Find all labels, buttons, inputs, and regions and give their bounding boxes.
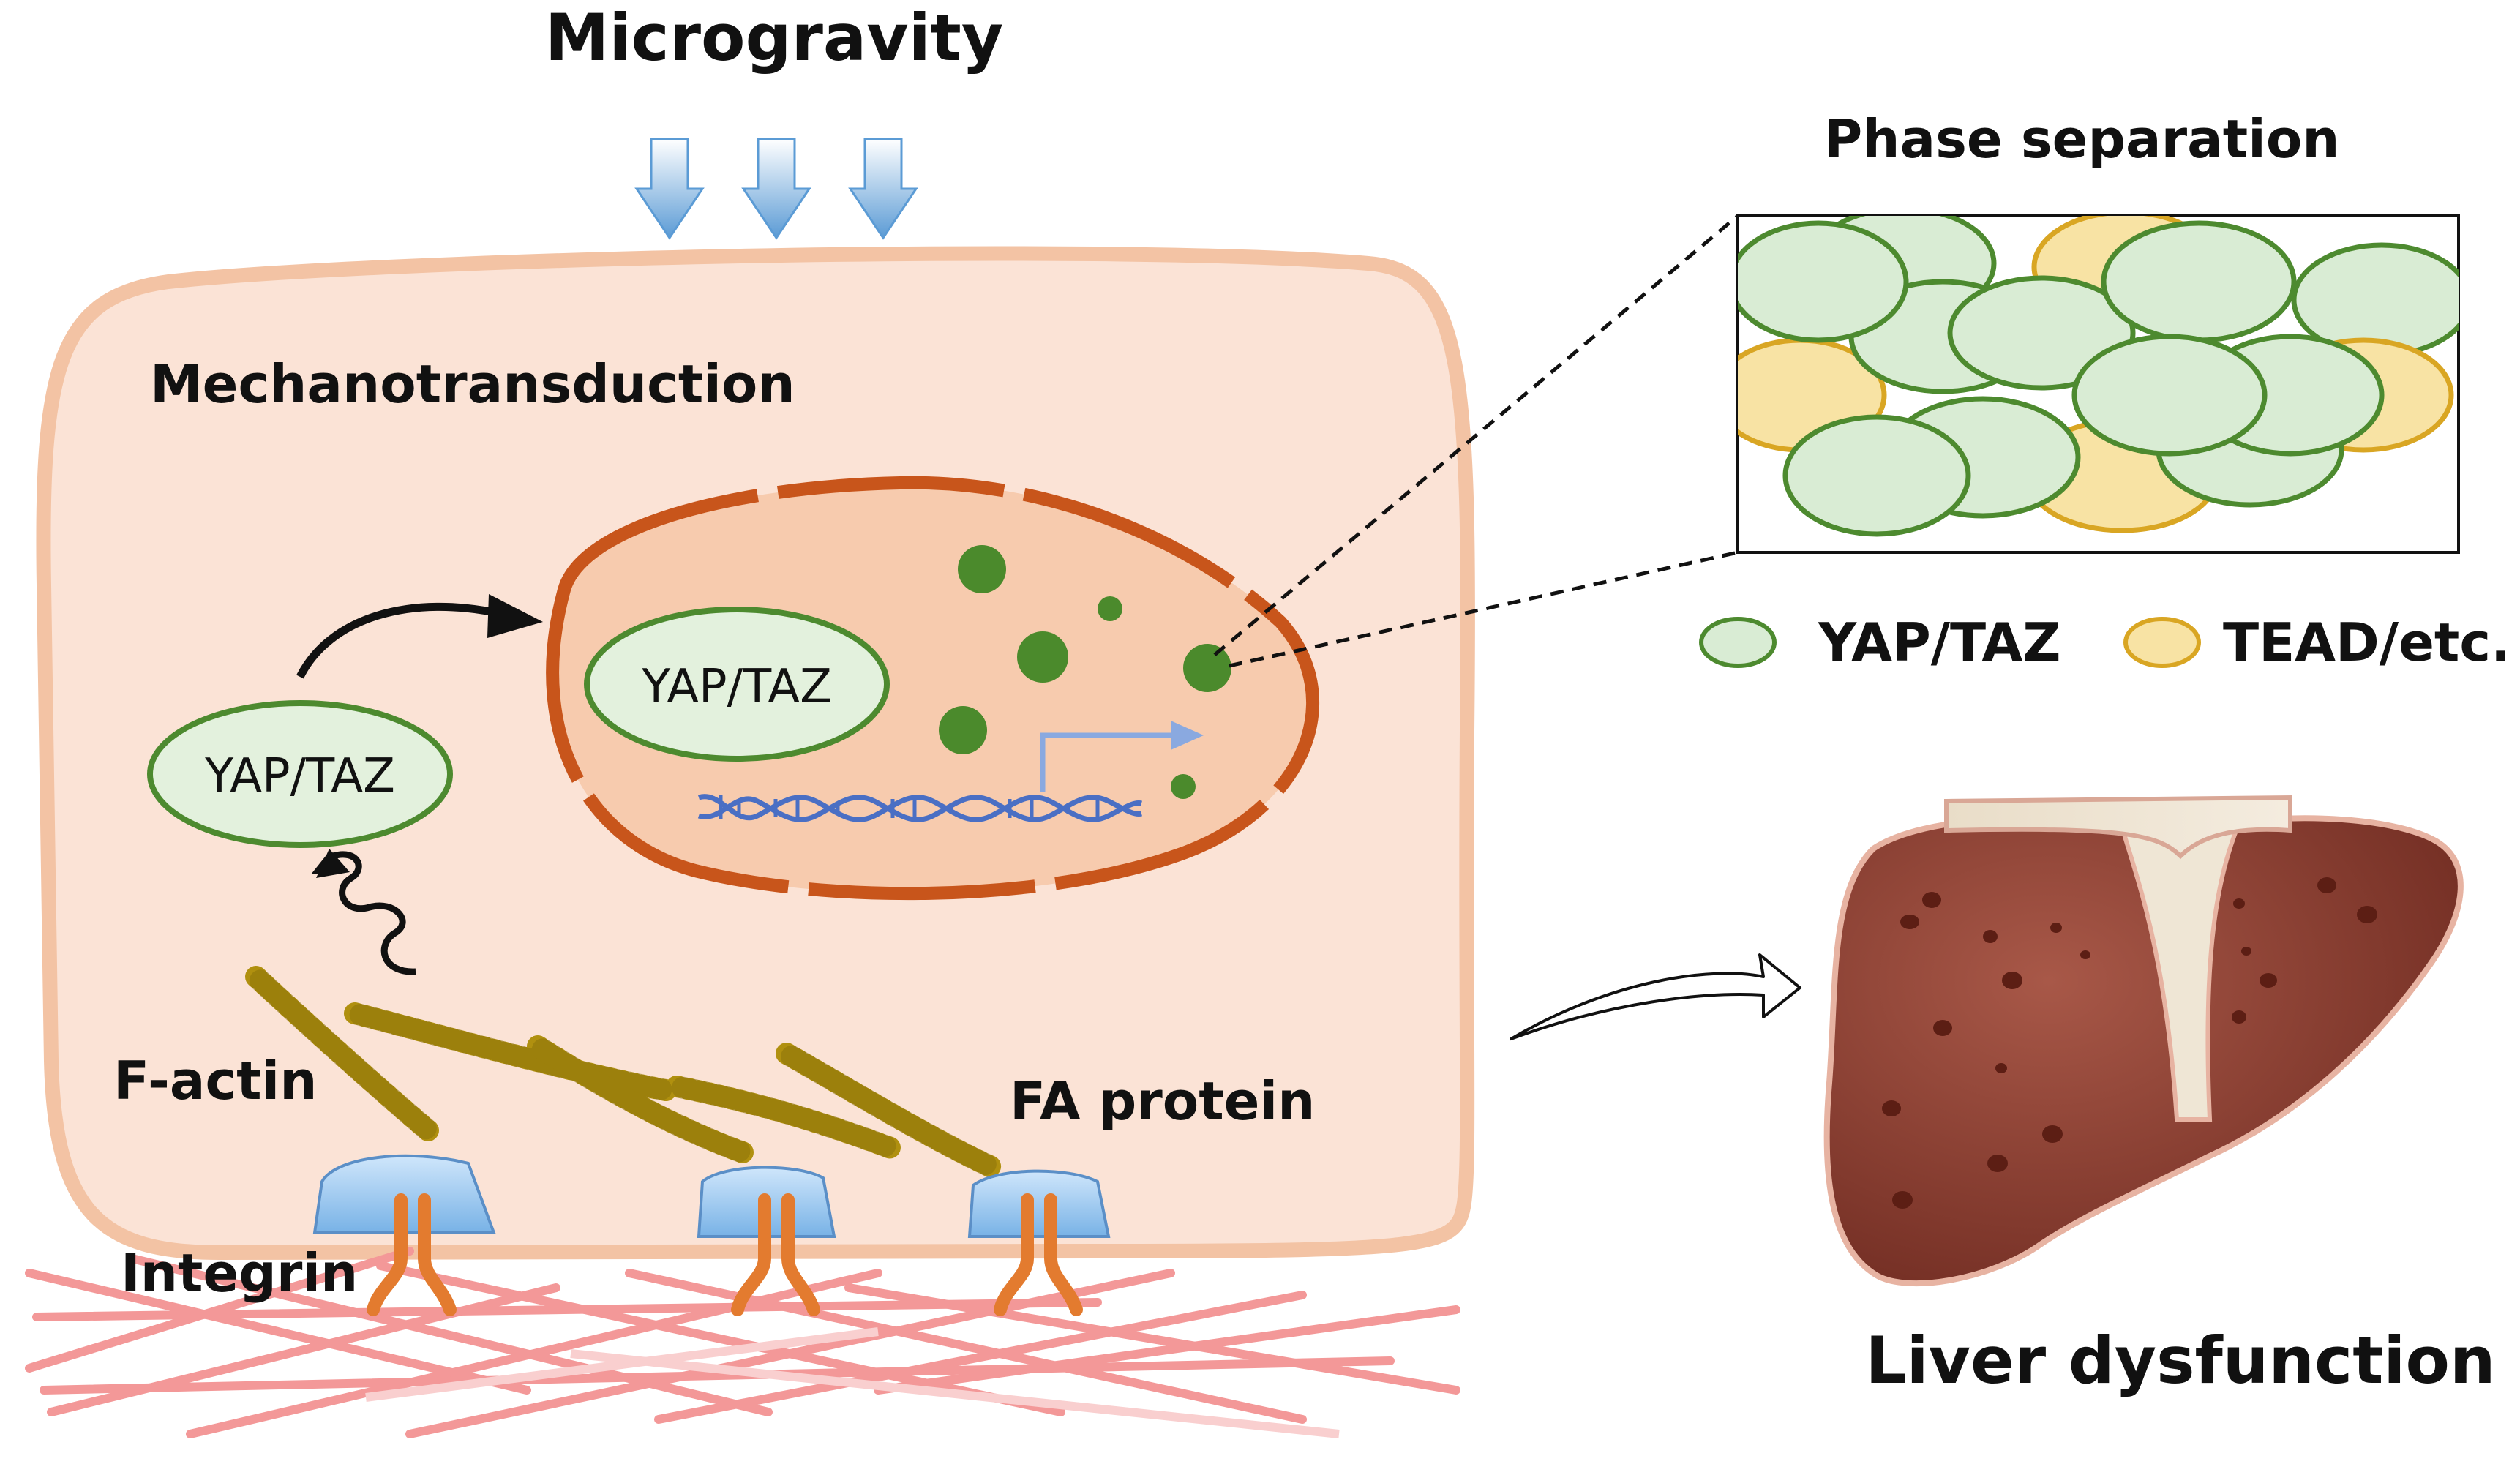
outline-curved-arrow-icon <box>1510 953 1801 1040</box>
nucleus <box>546 476 1320 901</box>
ecm-mesh-faint <box>365 1327 1340 1438</box>
phase-separation-inset <box>1736 214 2460 554</box>
integrin-complex-2 <box>697 1166 836 1316</box>
legend-swatch-yap-taz <box>1699 617 1777 668</box>
legend: YAP/TAZ TEAD/etc. <box>1699 612 2510 673</box>
integrin-label: Integrin <box>121 1242 358 1304</box>
integrin-complex-1 <box>312 1154 496 1316</box>
legend-label-yap-taz: YAP/TAZ <box>1818 612 2061 673</box>
squiggle-arrow-icon <box>311 849 416 975</box>
curved-arrow-icon <box>296 594 543 679</box>
cytoplasmic-yap-taz-label: YAP/TAZ <box>204 749 395 803</box>
f-actin-label: F-actin <box>113 1050 317 1111</box>
dna-helix-icon <box>697 794 1143 822</box>
f-actin-filaments-outline <box>245 966 1002 1178</box>
mechanotransduction-label: Mechanotransduction <box>150 353 795 415</box>
transcription-arrow-icon <box>1040 721 1204 792</box>
zoom-lines <box>1213 214 1739 668</box>
legend-label-tead: TEAD/etc. <box>2223 612 2510 673</box>
legend-item-yap-taz: YAP/TAZ <box>1699 612 2061 673</box>
legend-item-tead: TEAD/etc. <box>2123 612 2510 673</box>
legend-swatch-tead <box>2123 617 2201 668</box>
diagram-title: Microgravity <box>545 0 1003 75</box>
cytoplasmic-yap-taz: YAP/TAZ <box>147 700 453 848</box>
outcome-label: Liver dysfunction <box>1865 1323 2495 1398</box>
nuclear-yap-taz-label: YAP/TAZ <box>641 660 832 714</box>
liver-spots <box>1882 877 2377 1209</box>
integrin-complex-3 <box>967 1169 1111 1316</box>
condensate-droplets <box>939 545 1231 799</box>
down-arrow-icon <box>634 138 918 240</box>
liver-icon <box>1823 795 2464 1287</box>
fa-protein-label: FA protein <box>1010 1070 1315 1132</box>
ecm-mesh <box>25 1247 1460 1438</box>
nuclear-yap-taz: YAP/TAZ <box>584 607 890 762</box>
inset-title: Phase separation <box>1823 108 2339 170</box>
